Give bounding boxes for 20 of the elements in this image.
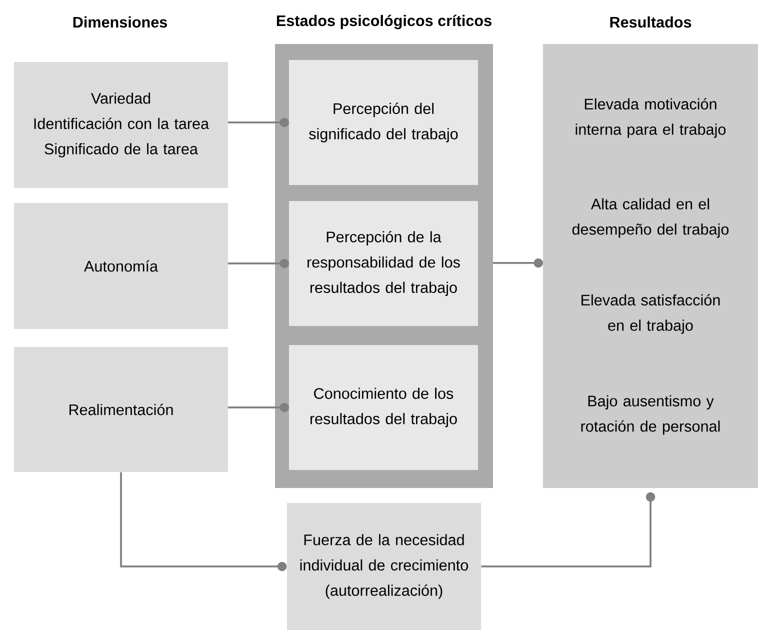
result-text: Elevada motivación interna para el trabajo	[576, 98, 726, 138]
dimension-box: Variedad Identificación con la tarea Significado de la tarea	[14, 62, 228, 188]
state-box: Percepción del significado del trabajo	[289, 60, 478, 185]
result-text: Alta calidad en el desempeño del trabajo	[572, 198, 729, 238]
column-heading: Resultados	[610, 16, 692, 28]
connector	[481, 492, 656, 568]
connector	[120, 472, 287, 572]
column-heading: Estados psicológicos críticos	[276, 14, 492, 30]
dimension-box: Autonomía	[14, 203, 228, 329]
connector	[228, 258, 289, 268]
column-heading: Dimensiones	[73, 16, 168, 28]
connector	[228, 402, 289, 412]
state-box: Percepción de la responsabilidad de los resultados del trabajo	[289, 200, 478, 326]
dimension-box: Realimentación	[14, 346, 228, 472]
connector	[493, 258, 543, 268]
result-text: Elevada satisfacción en el trabajo	[582, 294, 720, 334]
result-text: Bajo ausentismo y rotación de personal	[581, 395, 720, 435]
state-box: Conocimiento de los resultados del trabajo	[289, 344, 478, 470]
connector	[228, 118, 289, 128]
growth-need-box: Fuerza de la necesidad individual de crecimiento (autorrealización)	[287, 502, 482, 630]
